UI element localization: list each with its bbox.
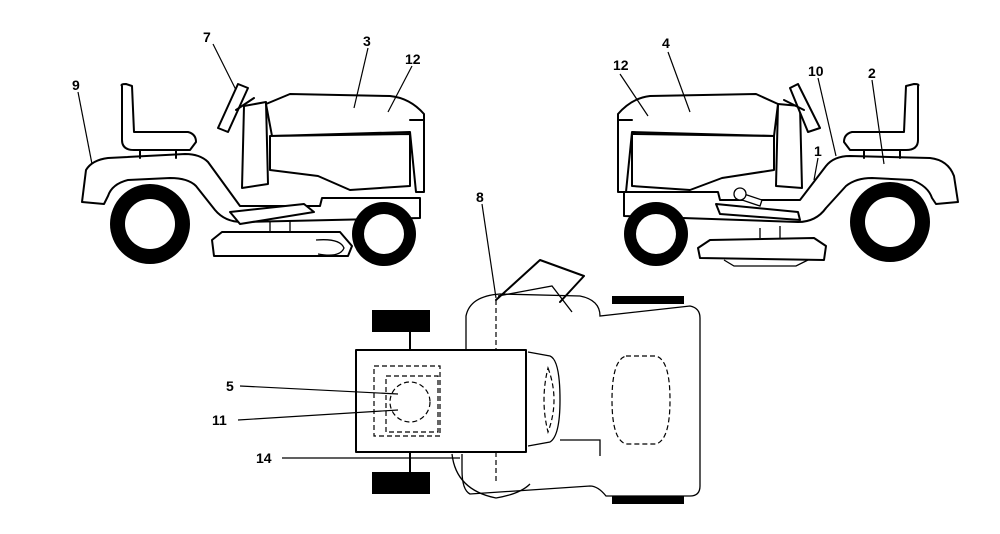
leader-9 bbox=[77, 91, 93, 165]
leader-4 bbox=[667, 51, 691, 113]
left-steering-shaft bbox=[235, 97, 255, 111]
right-hood-side bbox=[631, 133, 775, 191]
callout-1: 1 bbox=[814, 143, 822, 159]
right-front-rim bbox=[636, 214, 676, 254]
top-steering-wheel bbox=[543, 365, 555, 435]
right-seat bbox=[843, 83, 920, 151]
right-hood-top bbox=[617, 93, 779, 193]
leader-11 bbox=[237, 409, 399, 421]
leader-10 bbox=[817, 77, 837, 157]
right-dash-panel bbox=[775, 103, 803, 189]
left-seat bbox=[120, 83, 197, 151]
right-steering-shaft bbox=[783, 99, 805, 111]
left-front-rim bbox=[364, 214, 404, 254]
leader-2 bbox=[871, 79, 885, 165]
right-seat-post bbox=[863, 149, 901, 159]
left-deck-chute bbox=[315, 239, 345, 256]
callout-8: 8 bbox=[476, 189, 484, 205]
left-hood-side bbox=[269, 133, 411, 191]
right-rear-rim bbox=[865, 197, 915, 247]
leader-7 bbox=[212, 43, 237, 91]
left-steering-wheel bbox=[217, 83, 249, 133]
right-deck-skirt bbox=[723, 259, 809, 267]
top-left-front-tire bbox=[612, 296, 684, 304]
top-frame-line bbox=[560, 439, 601, 456]
top-right-front-tire bbox=[612, 496, 684, 504]
left-rear-fender bbox=[81, 153, 421, 223]
top-view-tractor bbox=[355, 259, 701, 504]
callout-12-left: 12 bbox=[405, 51, 421, 67]
leader-12-right bbox=[619, 73, 649, 117]
top-right-rear-tire bbox=[372, 472, 430, 494]
left-hood-top bbox=[265, 93, 425, 193]
callout-5: 5 bbox=[226, 378, 234, 394]
right-lever-knob bbox=[733, 187, 747, 201]
top-fuel-cap bbox=[389, 381, 431, 423]
top-left-rear-tire bbox=[372, 310, 430, 332]
right-mower-deck bbox=[697, 237, 827, 261]
left-rear-rim bbox=[125, 199, 175, 249]
leader-1 bbox=[813, 157, 819, 181]
right-side-view-tractor bbox=[617, 83, 959, 267]
callout-12-right: 12 bbox=[613, 57, 629, 73]
callout-4: 4 bbox=[662, 35, 670, 51]
callout-2: 2 bbox=[868, 65, 876, 81]
top-hose bbox=[451, 453, 531, 499]
callout-9: 9 bbox=[72, 77, 80, 93]
right-steering-wheel bbox=[789, 83, 821, 133]
left-footrest bbox=[229, 203, 315, 225]
callout-14: 14 bbox=[256, 450, 272, 466]
top-rear-fender bbox=[355, 349, 527, 453]
leader-3 bbox=[353, 47, 369, 109]
top-engine-outline bbox=[611, 355, 671, 445]
callout-labels: 7 3 12 9 4 12 10 2 1 8 5 11 14 bbox=[72, 29, 876, 466]
top-seat bbox=[495, 259, 585, 303]
leader-8 bbox=[481, 203, 497, 299]
callout-10: 10 bbox=[808, 63, 824, 79]
right-deck-hangers bbox=[759, 226, 781, 238]
top-seat-plate-inner bbox=[385, 375, 439, 433]
left-seat-post bbox=[139, 149, 177, 159]
leader-lines bbox=[77, 43, 885, 459]
left-side-view-tractor bbox=[81, 83, 425, 266]
top-seat-plate-outer bbox=[373, 365, 441, 437]
left-dash-panel bbox=[241, 101, 269, 189]
left-deck-hangers bbox=[269, 220, 291, 232]
callout-7: 7 bbox=[203, 29, 211, 45]
callout-11: 11 bbox=[212, 412, 227, 428]
right-footrest bbox=[715, 203, 801, 221]
leader-5 bbox=[239, 385, 399, 395]
callout-3: 3 bbox=[363, 33, 371, 49]
top-seat-back bbox=[497, 285, 573, 313]
top-body-outline bbox=[461, 293, 701, 497]
left-mower-deck bbox=[211, 231, 353, 257]
top-steering-area bbox=[527, 351, 561, 447]
leader-12-left bbox=[387, 65, 413, 113]
right-rear-fender bbox=[623, 155, 959, 223]
